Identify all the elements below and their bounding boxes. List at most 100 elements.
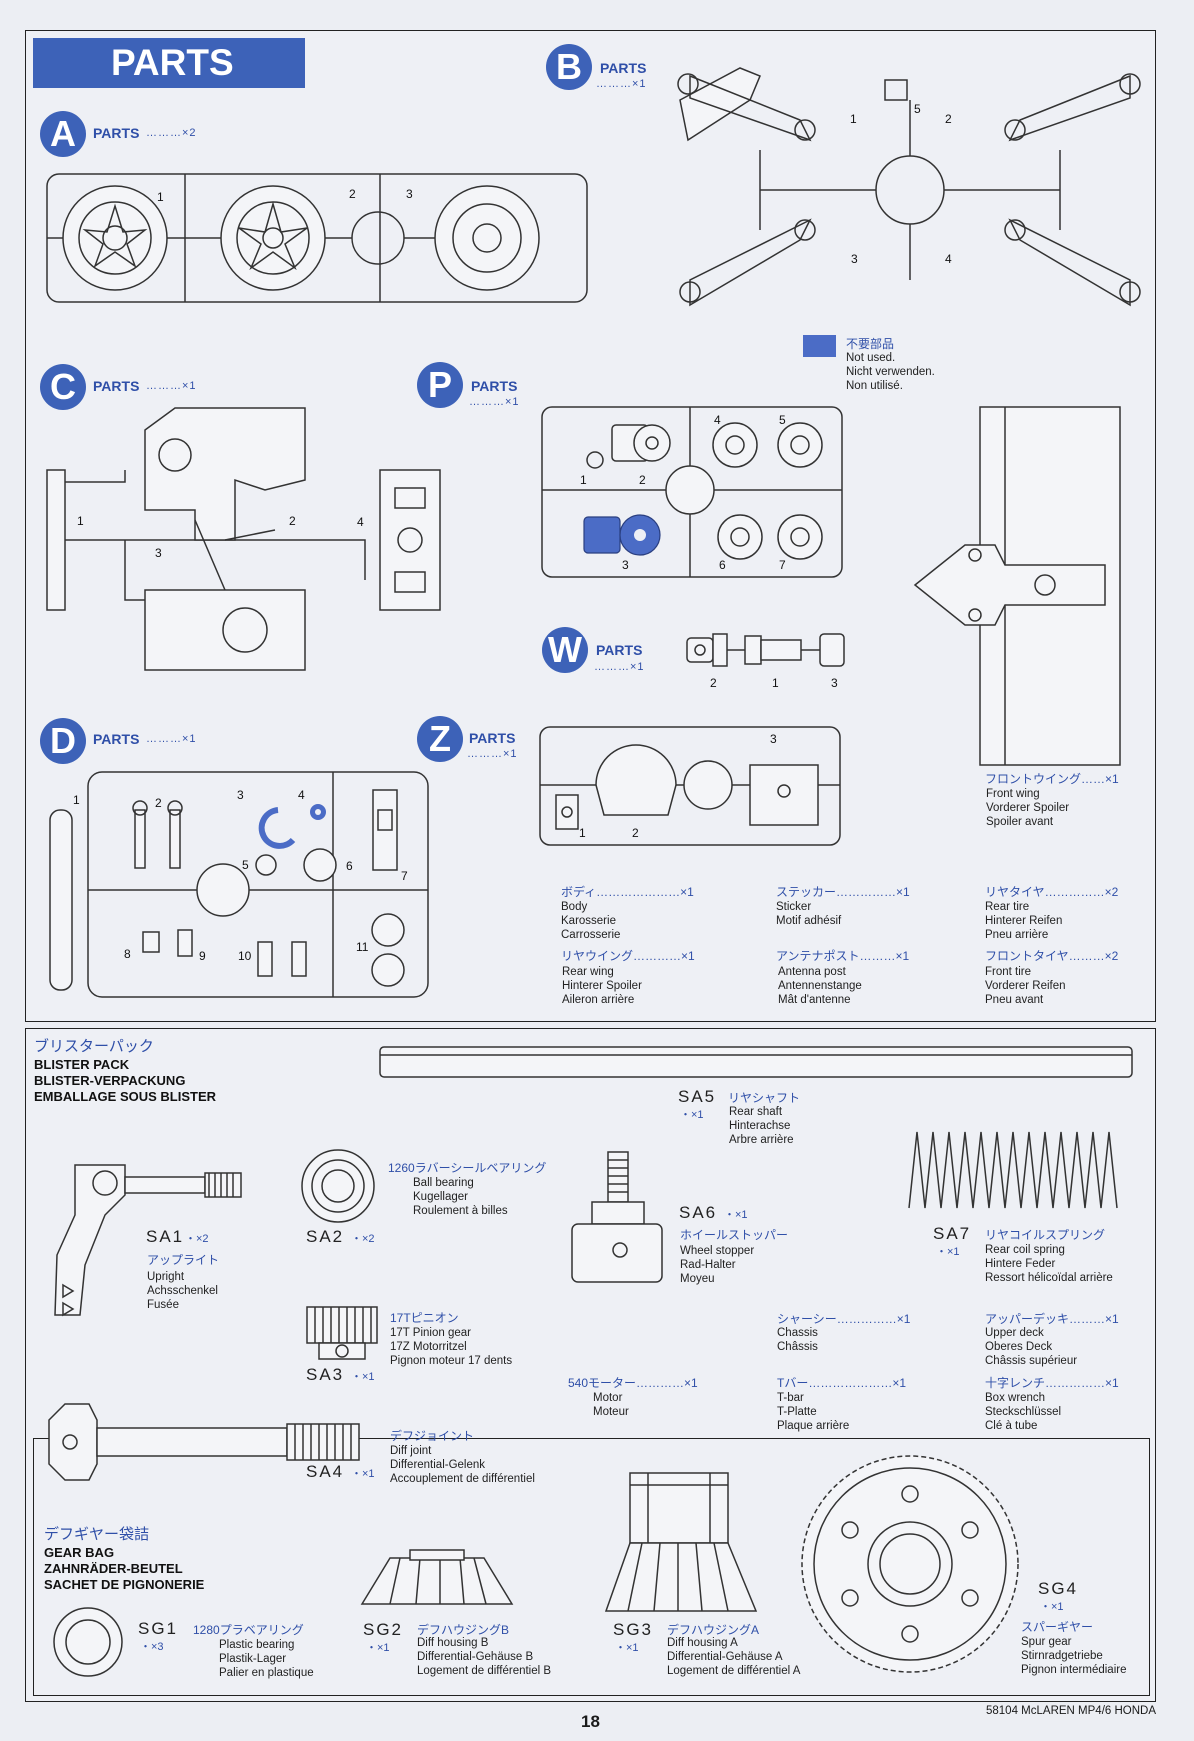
sg4-count: ・×1 (1040, 1601, 1064, 1613)
sg1-code: SG1 (138, 1619, 179, 1638)
tree-d-num-1: 1 (73, 793, 80, 807)
sticker-en: Sticker (776, 901, 812, 913)
sa3-drawing (306, 1306, 378, 1360)
tree-d-label: PARTS (93, 731, 140, 747)
tree-d-num-11: 11 (356, 940, 369, 954)
t-bar-de: T-Platte (777, 1406, 817, 1418)
parts-header: PARTS (33, 38, 305, 88)
rear-wing-jp: リヤウイング…………×1 (561, 949, 695, 963)
tree-p-num-5: 5 (779, 413, 786, 427)
tree-d-count: ………×1 (146, 733, 197, 745)
sa5-count: ・×1 (680, 1109, 704, 1121)
antenna-post-de: Antennenstange (778, 980, 862, 992)
tree-c-label: PARTS (93, 378, 140, 394)
tree-c-sprue (46, 407, 441, 671)
sg1-fr: Palier en plastique (219, 1667, 314, 1679)
sa2-drawing (301, 1149, 375, 1223)
upper-deck-de: Oberes Deck (985, 1341, 1053, 1353)
tree-b-num-5: 5 (914, 102, 921, 116)
sa1-de: Achsschenkel (147, 1285, 218, 1297)
sa6-drawing (571, 1151, 663, 1283)
tree-w-label: PARTS (596, 642, 643, 658)
sg4-code: SG4 (1038, 1579, 1079, 1598)
blister-fr: EMBALLAGE SOUS BLISTER (34, 1089, 217, 1104)
tree-b-num-4: 4 (945, 252, 952, 266)
tree-c-num-1: 1 (77, 514, 84, 528)
sg1-count: ・×3 (140, 1641, 164, 1653)
tree-p-num-6: 6 (719, 558, 726, 572)
antenna-post-fr: Mât d'antenne (778, 994, 851, 1006)
rear-wing-en: Rear wing (562, 966, 614, 978)
rear-tire-fr: Pneu arrière (985, 929, 1049, 941)
sa5-de: Hinterachse (729, 1120, 791, 1132)
tree-c-count: ………×1 (146, 380, 197, 392)
tree-z-count: ………×1 (467, 748, 518, 760)
sa7-fr: Ressort hélicoïdal arrière (985, 1272, 1113, 1284)
sg2-de: Differential-Gehäuse B (417, 1651, 534, 1663)
tree-b-sprue (677, 67, 1141, 307)
sg4-jp: スパーギヤー (1021, 1620, 1094, 1634)
blister-de: BLISTER-VERPACKUNG (34, 1073, 186, 1088)
rear-wing-de: Hinterer Spoiler (562, 980, 642, 992)
tree-d-num-10: 10 (238, 949, 252, 963)
tree-p-num-2: 2 (639, 473, 646, 487)
blister-jp: ブリスターパック (34, 1038, 154, 1055)
rear-tire-de: Hinterer Reifen (985, 915, 1063, 927)
motor-en: Motor (593, 1392, 623, 1404)
sa4-de: Differential-Gelenk (390, 1459, 486, 1471)
tree-w-num-1: 1 (772, 676, 779, 690)
tree-z-badge: Z (417, 716, 463, 762)
tree-z-num-3: 3 (770, 732, 777, 746)
sa4-en: Diff joint (390, 1445, 432, 1457)
front-wing-fr: Spoiler avant (986, 816, 1054, 828)
sa6-count: ・×1 (724, 1209, 748, 1221)
body-fr: Carrosserie (561, 929, 621, 941)
tree-z-label: PARTS (469, 730, 516, 746)
not-used-jp: 不要部品 (846, 337, 895, 351)
front-wing-en: Front wing (986, 788, 1040, 800)
sa3-code: SA3 (306, 1365, 345, 1384)
front-tire-en: Front tire (985, 966, 1032, 978)
tree-z-sprue (539, 726, 841, 846)
sa2-count: ・×2 (351, 1233, 375, 1245)
sa5-en: Rear shaft (729, 1106, 783, 1118)
tree-b-num-3: 3 (851, 252, 858, 266)
tree-b-num-2: 2 (945, 112, 952, 126)
front-tire-fr: Pneu avant (985, 994, 1044, 1006)
t-bar-jp: Tバー…………………×1 (777, 1376, 907, 1390)
t-bar-fr: Plaque arrière (777, 1420, 850, 1432)
sa4-code: SA4 (306, 1462, 345, 1481)
sg3-jp: デフハウジングA (667, 1623, 760, 1637)
sa7-jp: リヤコイルスプリング (985, 1228, 1106, 1242)
sa2-fr: Roulement à billes (413, 1205, 508, 1217)
page-number: 18 (581, 1712, 600, 1731)
sa3-fr: Pignon moteur 17 dents (390, 1355, 513, 1367)
sg4-drawing (801, 1455, 1019, 1673)
box-wrench-de: Steckschlüssel (985, 1406, 1062, 1418)
sg3-code: SG3 (613, 1620, 654, 1639)
tree-a-label: PARTS (93, 125, 140, 141)
gear-bag-jp: デフギヤー袋詰 (44, 1526, 150, 1543)
sa6-en: Wheel stopper (680, 1245, 755, 1257)
motor-jp: 540モーター…………×1 (568, 1376, 698, 1390)
tree-d-num-4: 4 (298, 788, 305, 802)
tree-d-num-8: 8 (124, 947, 131, 961)
sa1-count: ・×2 (185, 1233, 209, 1245)
sa1-en: Upright (147, 1271, 185, 1283)
sa5-drawing (379, 1046, 1133, 1078)
body-jp: ボディ…………………×1 (561, 885, 694, 899)
blister-en: BLISTER PACK (34, 1057, 130, 1072)
tree-p-count: ………×1 (469, 396, 520, 408)
tree-d-badge: D (40, 718, 86, 764)
sg1-de: Plastik-Lager (219, 1653, 287, 1665)
sa2-de: Kugellager (413, 1191, 468, 1203)
gear-bag-fr: SACHET DE PIGNONERIE (44, 1577, 205, 1592)
tree-w-num-2: 2 (710, 676, 717, 690)
tree-p-num-1: 1 (580, 473, 587, 487)
tree-p-sprue (541, 406, 843, 578)
sa6-code: SA6 (679, 1203, 718, 1222)
tree-a-num-1: 1 (157, 190, 164, 204)
sa1-fr: Fusée (147, 1299, 179, 1311)
sg2-drawing (360, 1549, 514, 1605)
tree-d-num-5: 5 (242, 858, 249, 872)
